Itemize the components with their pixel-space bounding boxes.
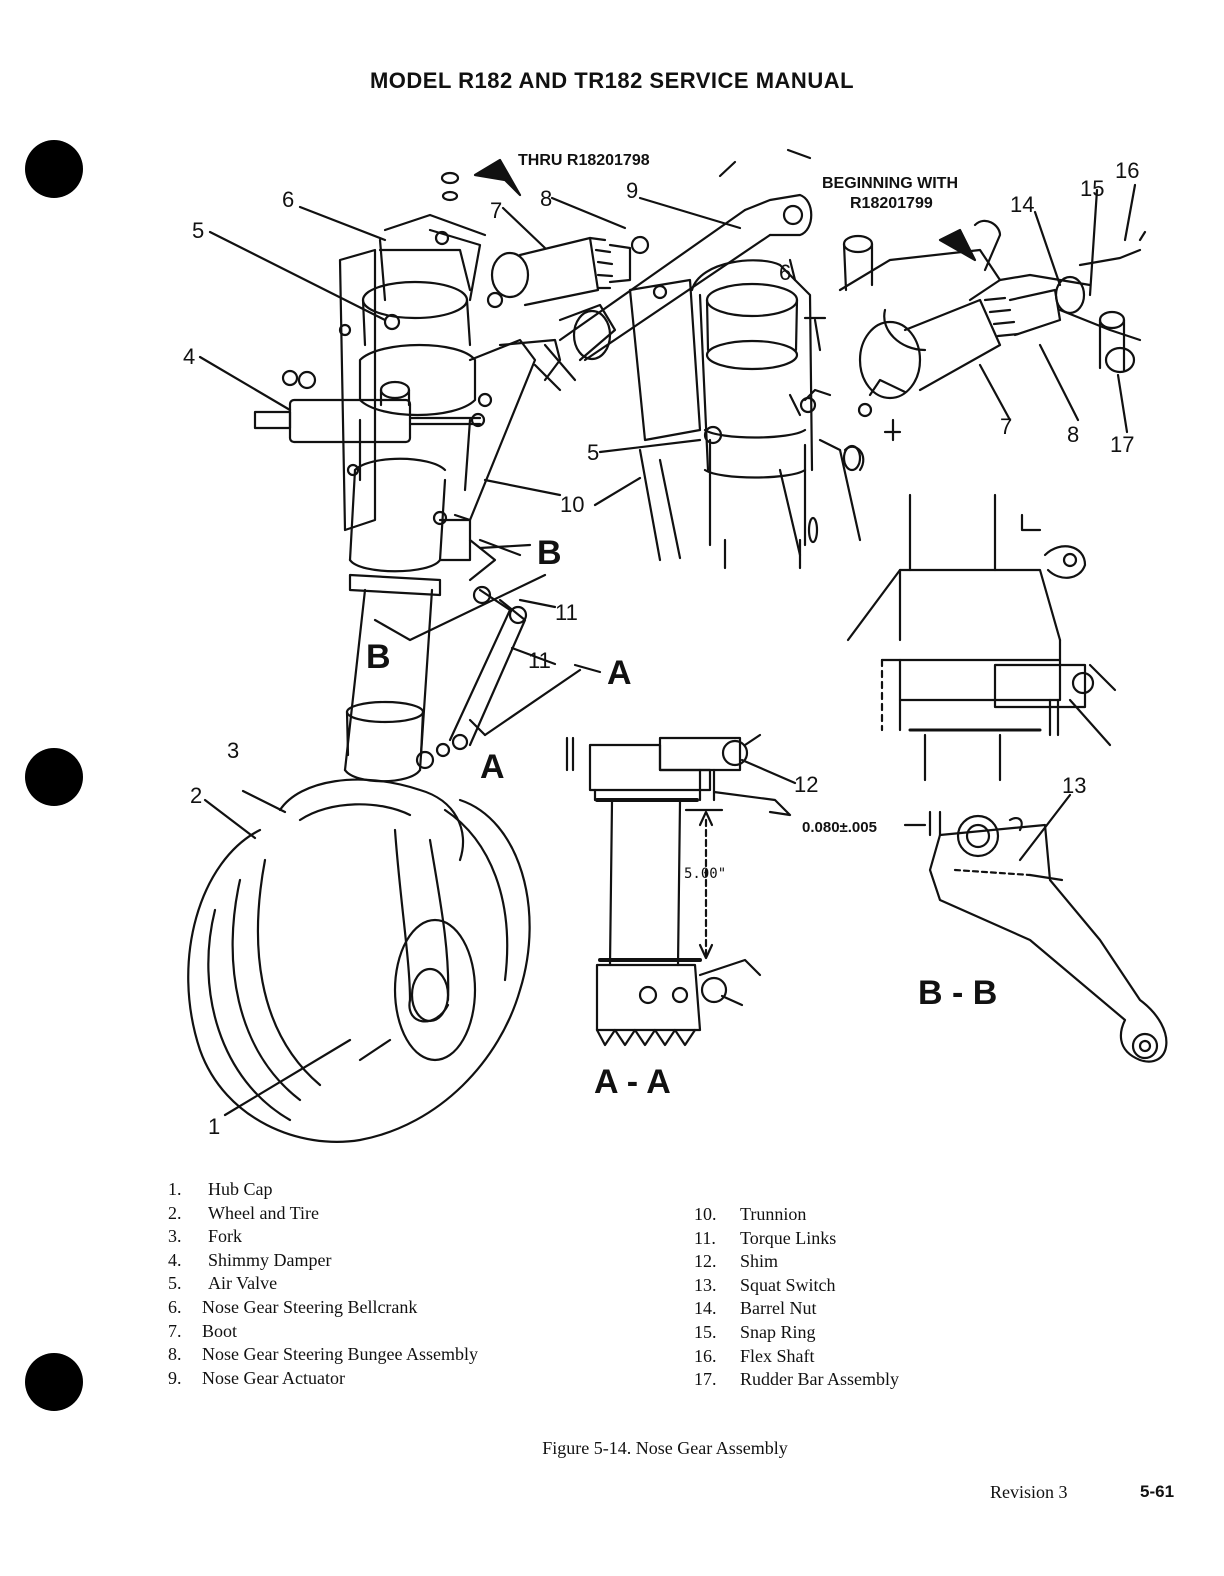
legend-item: 12.Shim xyxy=(694,1251,779,1272)
callout-6-later: 6 xyxy=(779,260,791,285)
serial-note-beginning-line2: R18201799 xyxy=(850,195,933,212)
fork-drawing xyxy=(278,778,465,1023)
section-mark-a-lower: A xyxy=(480,748,505,786)
section-b-b-title: B - B xyxy=(918,974,997,1012)
legend-item: 2.Wheel and Tire xyxy=(168,1202,319,1223)
callout-4: 4 xyxy=(183,344,195,369)
callout-14: 14 xyxy=(1010,192,1034,217)
callout-5: 5 xyxy=(192,218,204,243)
callout-11-upper: 11 xyxy=(555,600,578,625)
legend-item: 13.Squat Switch xyxy=(694,1274,836,1295)
torque-links-drawing xyxy=(448,538,528,751)
legend-item: 10.Trunnion xyxy=(694,1204,807,1224)
legend-item: 16.Flex Shaft xyxy=(694,1345,815,1366)
callout-8-later: 8 xyxy=(1067,422,1079,447)
legend-item: 3.Fork xyxy=(168,1226,243,1247)
later-bellcrank-drawing xyxy=(628,259,865,570)
legend-right: 10.Trunnion 11.Torque Links 12.Shim 13.S… xyxy=(694,1203,899,1392)
section-mark-b-lower: B xyxy=(366,638,391,676)
callout-2: 2 xyxy=(190,783,202,808)
dimension-height: 5.00" xyxy=(684,866,726,882)
section-a-a-drawing xyxy=(565,733,797,1047)
callout-9: 9 xyxy=(626,178,638,203)
bungee-assembly-drawing xyxy=(486,235,650,309)
bellcrank-drawing xyxy=(383,158,522,246)
callout-6: 6 xyxy=(282,187,294,212)
binder-hole-middle xyxy=(25,748,83,806)
callout-17: 17 xyxy=(1110,432,1134,457)
legend-item: 8.Nose Gear Steering Bungee Assembly xyxy=(168,1344,478,1365)
legend-item: 15.Snap Ring xyxy=(694,1321,816,1342)
callout-10: 10 xyxy=(560,492,584,517)
callout-7-later: 7 xyxy=(1000,414,1012,439)
callout-16: 16 xyxy=(1115,158,1139,183)
legend-item: 6.Nose Gear Steering Bellcrank xyxy=(168,1296,418,1317)
figure-caption: Figure 5-14. Nose Gear Assembly xyxy=(542,1438,788,1458)
section-b-b-drawing xyxy=(846,493,1117,782)
callout-5-later: 5 xyxy=(587,440,599,465)
upper-cylinder-drawing xyxy=(338,228,482,597)
callout-1: 1 xyxy=(208,1114,220,1139)
binder-hole-bottom xyxy=(25,1353,83,1411)
later-bungee-assembly-drawing xyxy=(799,219,1147,442)
legend-item: 11.Torque Links xyxy=(694,1227,837,1248)
section-a-a-title: A - A xyxy=(594,1063,671,1101)
section-mark-b-upper: B xyxy=(537,534,562,572)
shimmy-damper-drawing xyxy=(253,369,482,444)
legend-item: 7.Boot xyxy=(168,1320,238,1341)
legend-item: 1.Hub Cap xyxy=(168,1179,273,1199)
legend-item: 4.Shimmy Damper xyxy=(168,1249,332,1270)
actuator-drawing xyxy=(533,193,813,392)
lower-strut-drawing xyxy=(343,588,451,783)
callout-11-lower: 11 xyxy=(528,648,551,673)
serial-note-beginning-line1: BEGINNING WITH xyxy=(822,175,958,192)
callout-3: 3 xyxy=(227,738,239,763)
binder-hole-top xyxy=(25,140,83,198)
legend-item: 5.Air Valve xyxy=(168,1273,278,1294)
revision-label: Revision 3 xyxy=(990,1482,1068,1502)
callout-7: 7 xyxy=(490,198,502,223)
trunnion-drawing xyxy=(432,338,562,562)
callout-12: 12 xyxy=(794,772,818,797)
section-mark-a-upper: A xyxy=(607,654,632,692)
legend-item: 9.Nose Gear Actuator xyxy=(168,1367,345,1388)
wheel-and-tire-drawing xyxy=(187,798,531,1143)
squat-switch-drawing xyxy=(903,793,1168,1063)
callout-15: 15 xyxy=(1080,176,1104,201)
page-number: 5-61 xyxy=(1140,1482,1175,1501)
legend-item: 14.Barrel Nut xyxy=(694,1298,817,1319)
callout-13: 13 xyxy=(1062,773,1086,798)
callout-8: 8 xyxy=(540,186,552,211)
serial-note-thru: THRU R18201798 xyxy=(518,152,650,169)
dimension-clearance: 0.080±.005 xyxy=(802,819,877,836)
legend-item: 17.Rudder Bar Assembly xyxy=(694,1369,899,1390)
legend-left: 1.Hub Cap 2.Wheel and Tire 3.Fork 4.Shim… xyxy=(168,1178,478,1390)
page-title: MODEL R182 AND TR182 SERVICE MANUAL xyxy=(369,68,855,93)
